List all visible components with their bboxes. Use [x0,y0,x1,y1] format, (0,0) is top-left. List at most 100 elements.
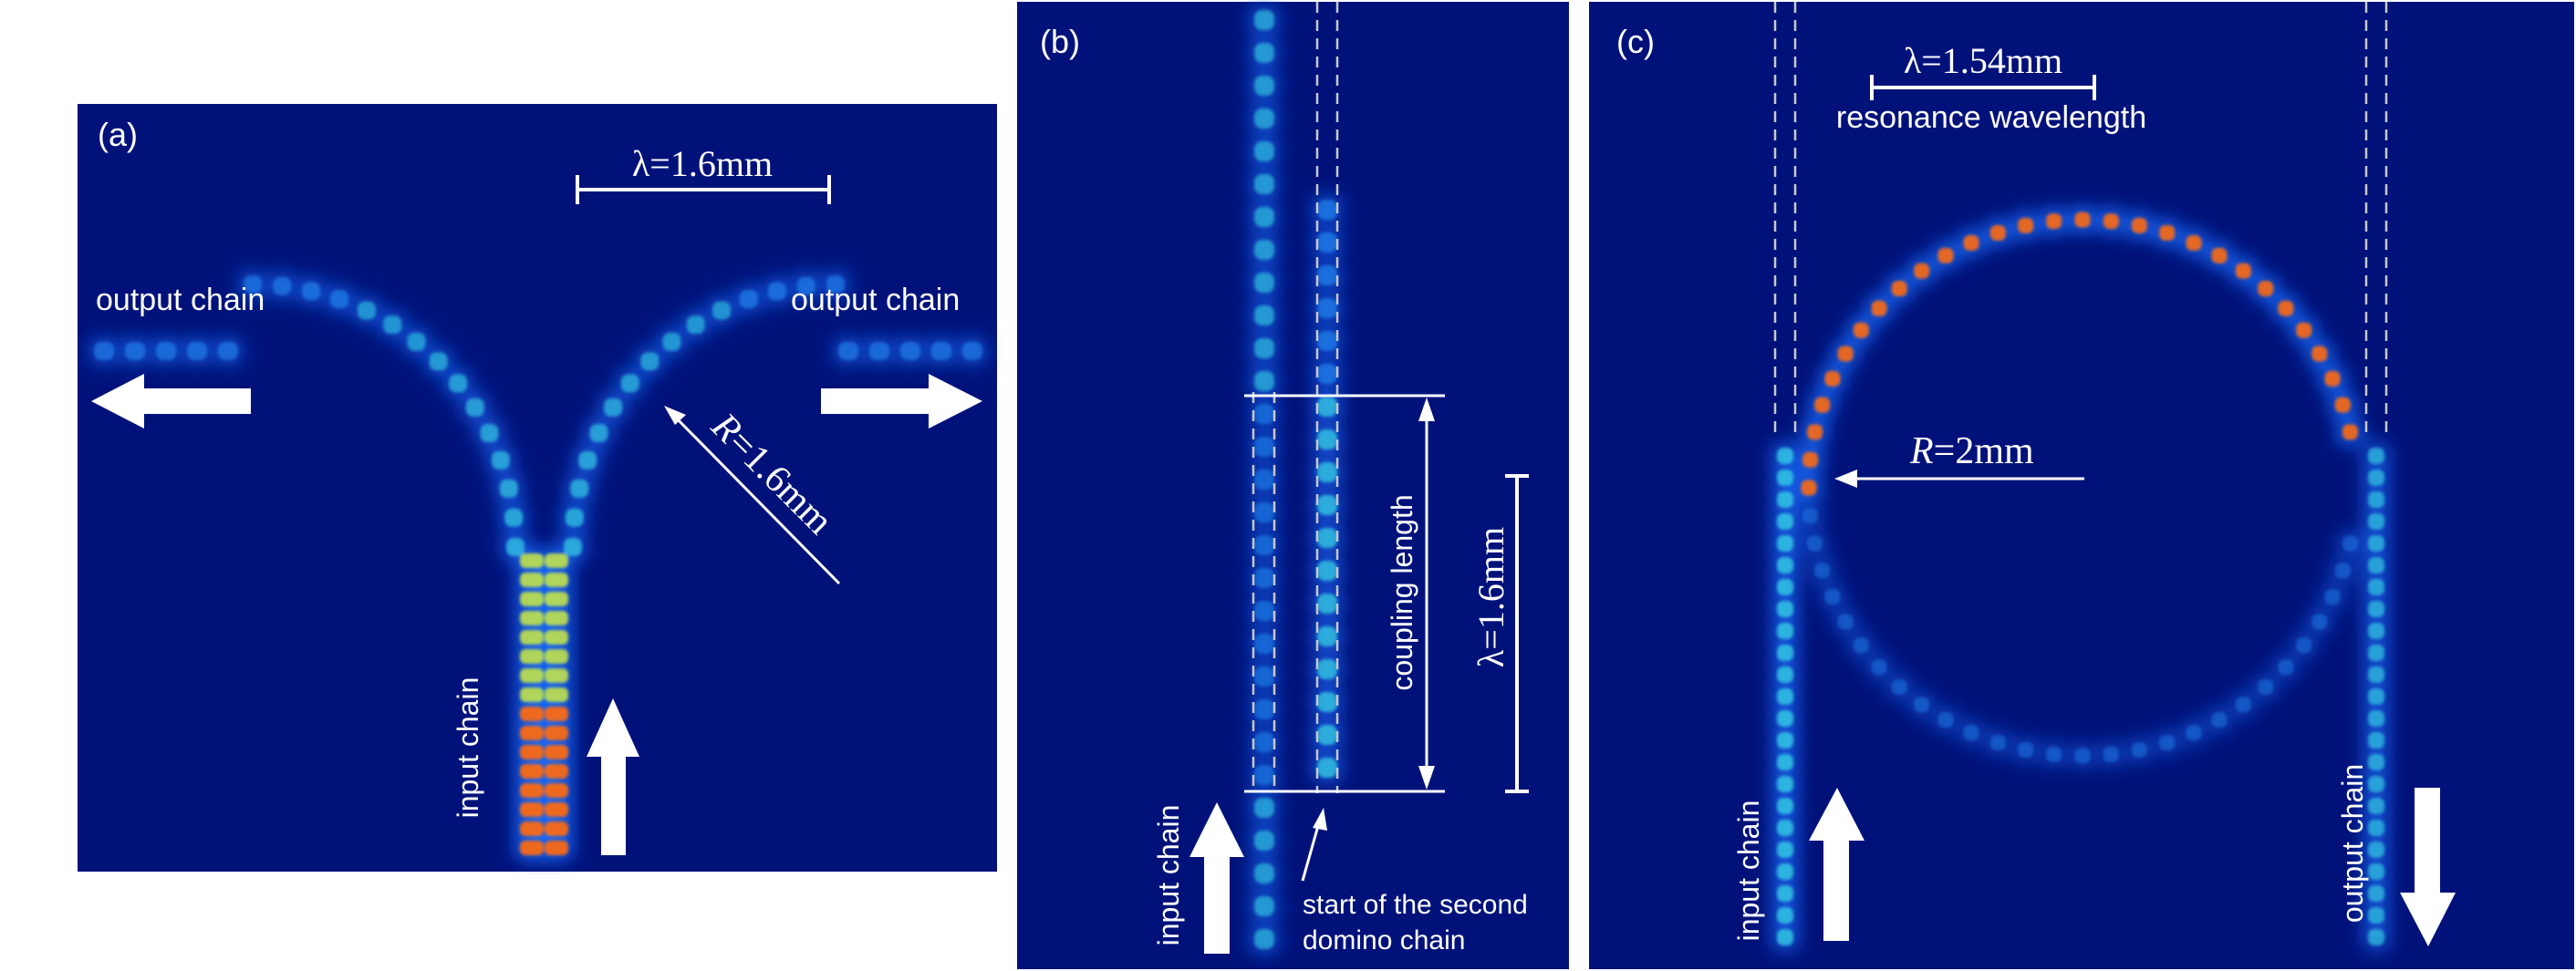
panel-c-output-dot [2368,666,2384,683]
panel-a-input-dot [520,802,544,817]
panel-c-input-dot [1777,754,1793,770]
panel-a-input-dot [520,611,544,625]
panel-c-output-dot [2368,820,2384,836]
panel-c-ring-dot [1801,480,1817,496]
panel-b-second-chain-dot [1317,626,1337,646]
panel-a-input-dot [545,726,568,740]
panel-b-second-chain-dot [1317,298,1337,318]
panel-c-output-dot [2368,688,2384,705]
panel-a-left-curve-dot [302,282,321,301]
panel-c-ring-dot [2235,697,2251,713]
panel-a-input-dot [545,592,568,606]
panel-c-output-dot [2368,579,2384,595]
panel-b-input-dot [1254,634,1274,654]
panel-a-scale-text: λ=1.6mm [632,143,773,184]
panel-c-input-dot [1777,688,1793,705]
panel-a-right-chain-dot [838,342,858,360]
panel-c-output-dot [2368,448,2384,464]
panel-a-left-curve-dot [480,424,499,443]
panel-c-ring-dot [1853,637,1869,654]
panel-b-coupling-lines [1244,394,1445,793]
panel-c-ring-dot [1914,697,1930,713]
panel-c-input-dot [1777,842,1793,858]
panel-c-ring-dot [2296,322,2312,338]
panel-c-ring-dot [2018,742,2034,759]
panel-a-left-curve-dot [273,276,292,295]
panel-a-left-chain-dot [156,342,176,360]
panel-a-left-curve-dot [330,290,349,309]
panel-a-input-dot [545,553,568,568]
panel-c-ring-dot [1824,370,1841,387]
panel-c-ring-dot [2103,213,2119,230]
panel-c-chain-glow [1771,205,2391,952]
panel-a-input-dot [520,745,544,759]
panel-b-input-dot [1254,10,1274,30]
panel-c-input-dot [1777,776,1793,792]
panel-b-input-dot [1254,732,1274,752]
panel-c-chain-dots [1777,212,2384,945]
panel-c-output-dot [2368,929,2384,945]
panel-a-left-curve-dot [499,479,518,498]
panel-a-left-curve-dot [491,450,510,470]
panel-c-input-dot [1777,623,1793,639]
panel-c-ring-dot [2159,735,2176,751]
panel-a-left-chain-dot [218,342,238,360]
panel-b-coupling-arrow-top [1418,398,1435,421]
panel-c-input-label: input chain [1732,801,1765,942]
panel-c-input-dot [1777,732,1793,749]
panel-c-ring-dot [2258,281,2274,297]
panel-c-ring-dot [2278,659,2294,676]
panel-b-second-chain-dot [1317,561,1337,581]
panel-b-start-pointer-arrowhead [1313,808,1327,831]
panel-b-input-dot [1254,108,1274,129]
panel-c-output-dot [2368,557,2384,573]
panel-a-left-chain-dot [94,342,114,360]
panel-a-left-chain-dot [125,342,145,360]
panel-b-second-chain-dot [1317,429,1337,449]
panel-a-right-curve-dot [564,538,582,556]
panel-b-input-label: input chain [1152,805,1185,946]
panel-c-input-dot [1777,929,1793,945]
panel-b-second-chain-dot [1317,725,1337,745]
panel-c-ring-dot [1989,224,2006,241]
panel-b-input-dot [1254,305,1274,325]
panel-a-label: (a) [98,116,138,153]
panel-b-input-dot [1254,929,1274,949]
panel-c-output-dot [2368,842,2384,858]
panel-a-input-dot [520,687,544,702]
panel-c-scale-text: λ=1.54mm [1904,40,2062,81]
panel-c-output-dot [2368,491,2384,508]
panel-a-right-arrow [821,374,982,429]
panel-a-right-curve-dot [604,398,623,417]
panel-a-left-curve-dot [429,352,448,371]
panel-a-input-dot [545,649,568,664]
panel-a-input-dot [545,573,568,587]
panel-a-input-dot [520,553,544,568]
panel-a-left-curve-dot [357,301,376,320]
panel-b-input-dot [1254,76,1274,96]
panel-a-input-dot [520,630,544,645]
panel-a-output-right-label: output chain [791,283,960,317]
panel-c-output-dot [2368,601,2384,617]
panel-c-output-dot [2368,513,2384,530]
panel-c-output-dot [2368,732,2384,749]
panel-b-second-chain-dot [1317,528,1337,548]
panel-b-input-dot [1254,502,1274,522]
panel-b-scale-text: λ=1.6mm [1470,527,1511,667]
panel-c-input-dot [1777,557,1793,573]
panel-a-left-curve-dot [449,374,468,393]
panel-c-input-dot [1777,448,1793,464]
panel-a-right-chain-dot [962,342,982,360]
panel-a-input-dot [545,764,568,779]
panel-a-radius-arrowhead [664,406,686,425]
panel-a-left-curve-dot [506,538,525,556]
panel-c-input-dot [1777,666,1793,683]
panel-c-input-dot [1777,579,1793,595]
panel-c-ring-dot [2324,589,2341,605]
panel-a-left-chain-dot [187,342,207,360]
panel-c-input-dot [1777,535,1793,552]
panel-b-second-chain-dot [1317,232,1337,253]
panel-c-ring-dot [2278,300,2294,316]
panel-a-input-dot [545,668,568,683]
panel-b-input-dot [1254,535,1274,555]
